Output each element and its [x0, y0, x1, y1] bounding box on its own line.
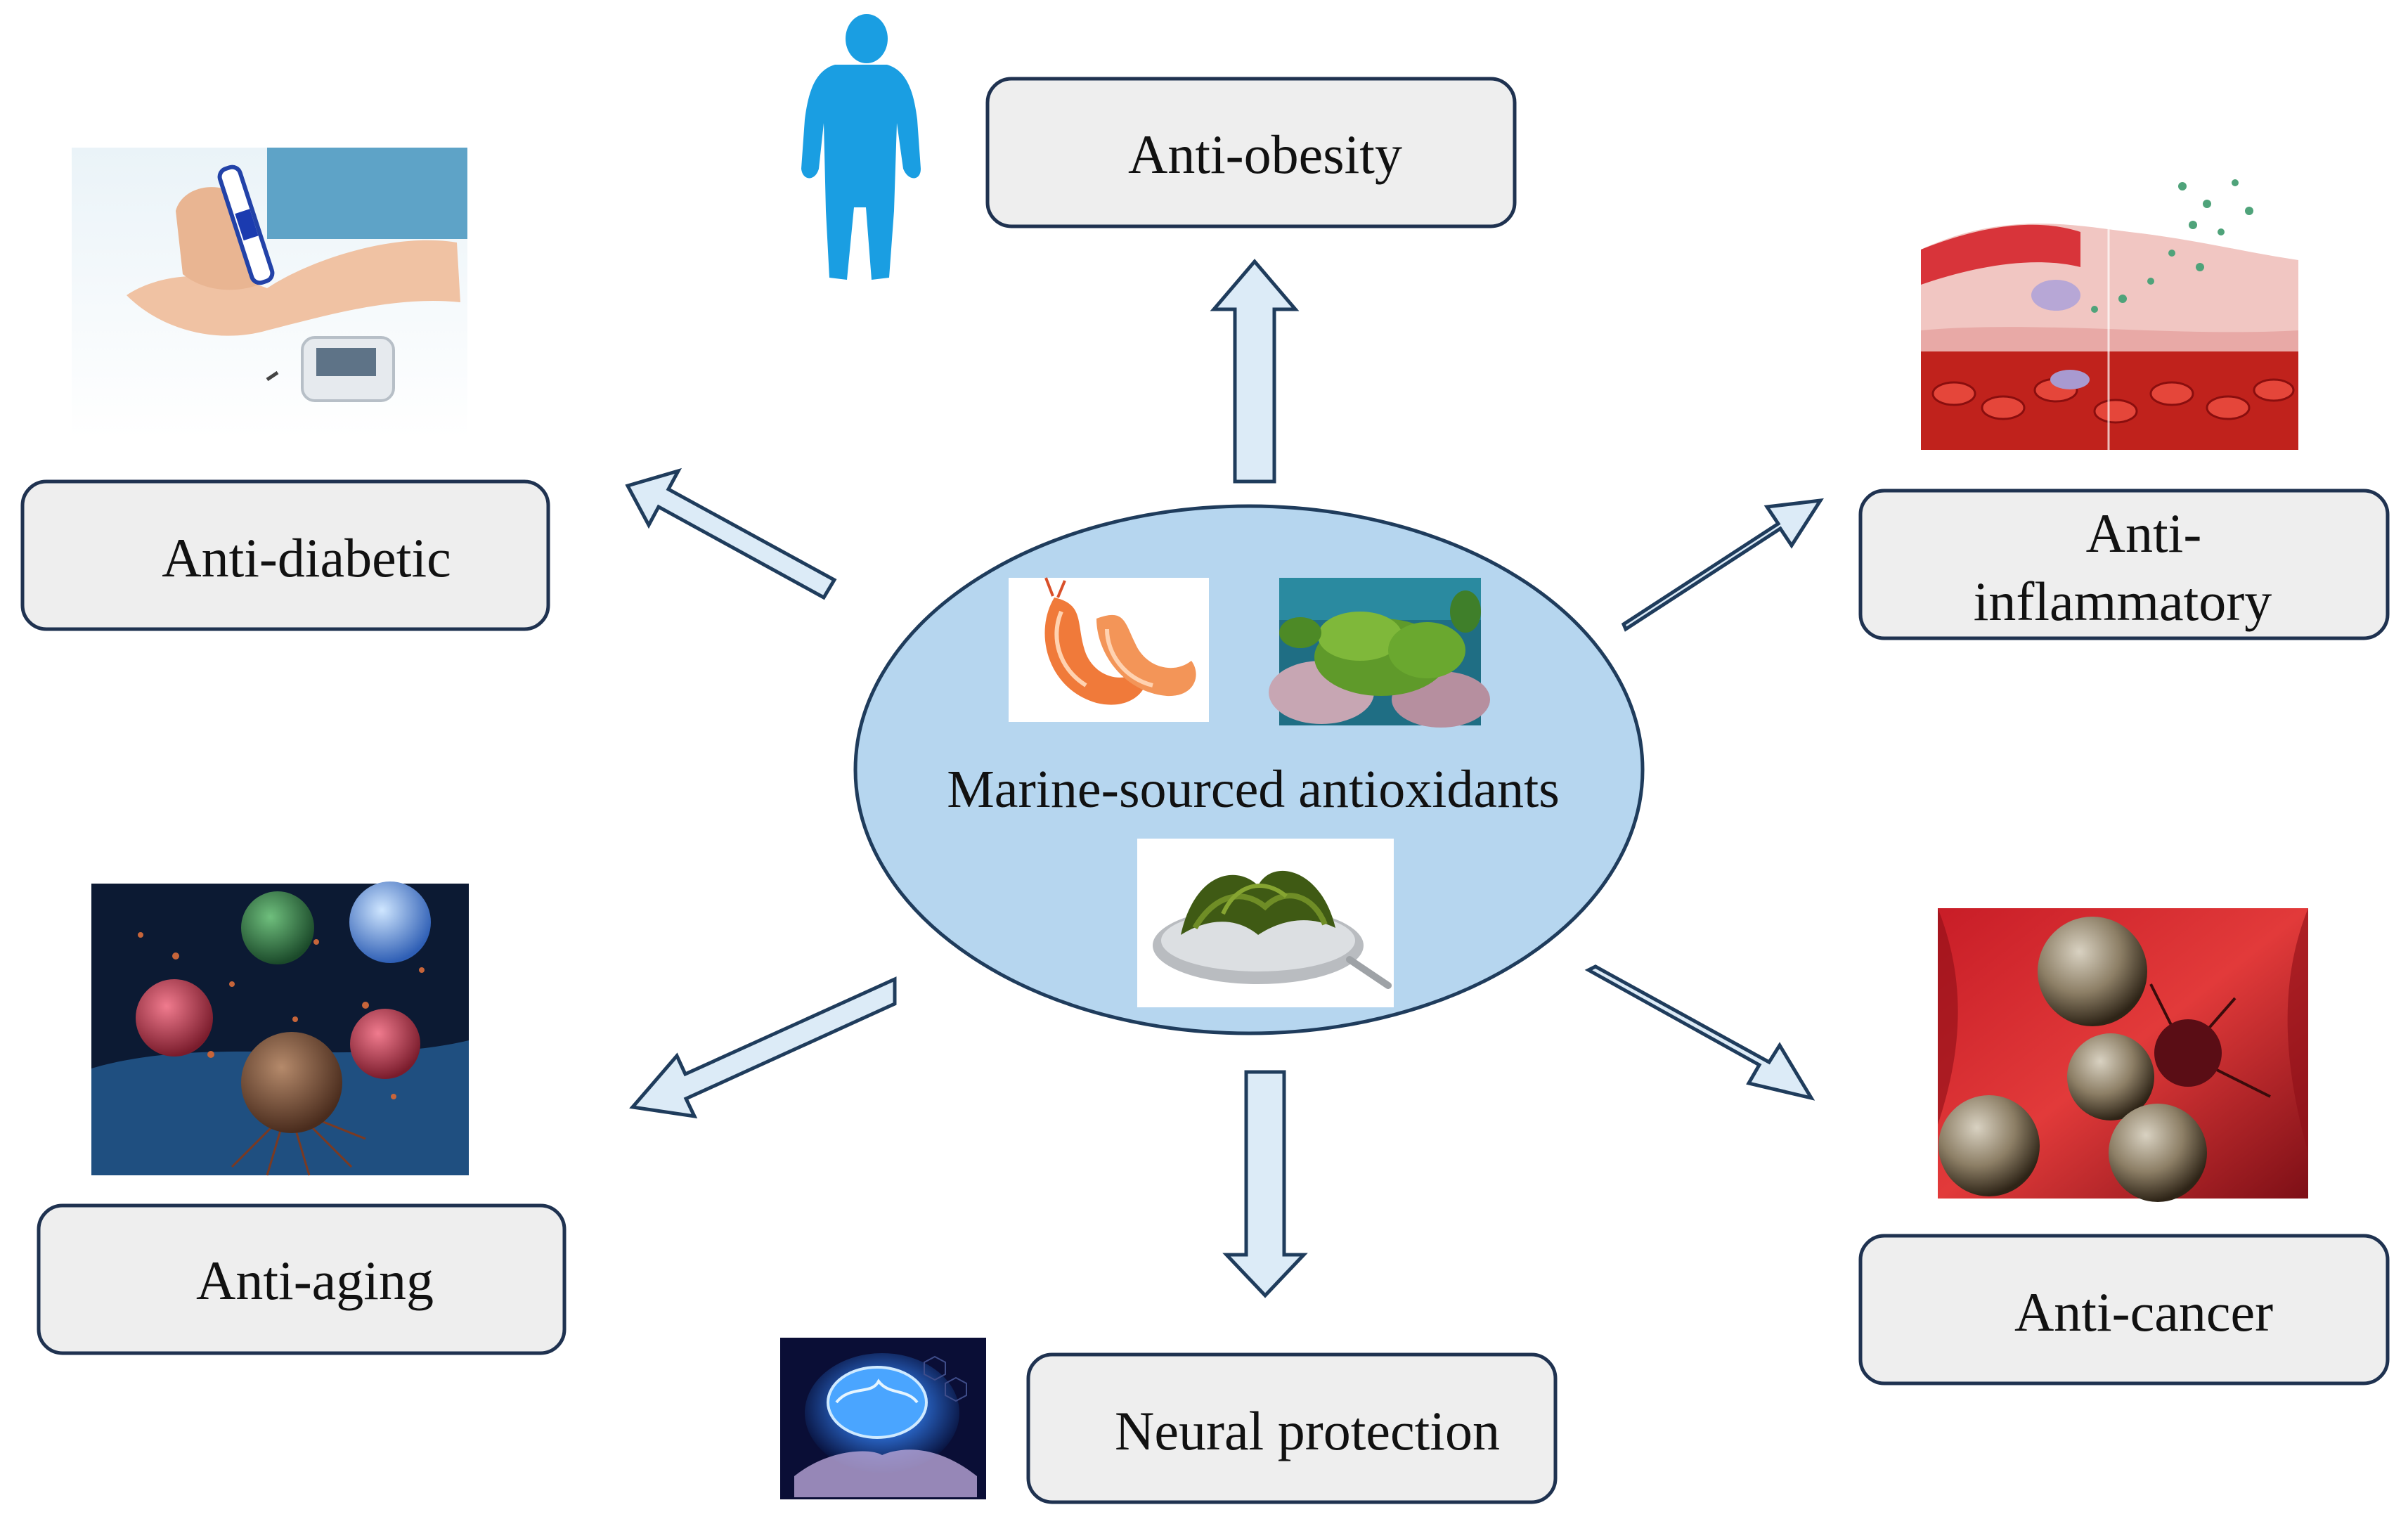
center-node: Marine-sourced antioxidants: [853, 504, 1645, 1035]
glowing-brain-image: [780, 1338, 986, 1499]
anti-inflammatory-box: [1858, 489, 2390, 640]
arrow-to-anti-cancer: [1584, 964, 1815, 1101]
immune-cells-image: [91, 881, 469, 1176]
anti-cancer-label: Anti-cancer: [2014, 1281, 2273, 1343]
anti-cancer-box: [1858, 1234, 2390, 1385]
arrow-to-anti-aging: [629, 976, 897, 1119]
shrimp-image: [1009, 577, 1209, 722]
anti-diabetic-box: [20, 479, 550, 631]
anti-diabetic-label: Anti-diabetic: [162, 527, 451, 588]
neural-protection-box: [1026, 1352, 1558, 1504]
effect-anti-aging: Anti-aging: [37, 881, 567, 1355]
arrow-to-anti-diabetic: [625, 467, 837, 600]
effect-anti-cancer: Anti-cancer: [1858, 908, 2390, 1385]
arrows: [625, 259, 1824, 1298]
human-silhouette-icon: [801, 14, 921, 280]
neural-protection-label: Neural protection: [1115, 1400, 1500, 1461]
effect-neural-protection: Neural protection: [780, 1338, 1558, 1504]
effect-anti-inflammatory: Anti- inflammatory: [1858, 167, 2390, 640]
blood-glucose-test-image: [72, 148, 467, 438]
effect-anti-obesity: Anti-obesity: [801, 14, 1517, 280]
center-label: Marine-sourced antioxidants: [947, 760, 1560, 819]
anti-obesity-box: [985, 77, 1517, 228]
arrow-to-neural-protection: [1222, 1070, 1308, 1298]
cancer-cells-image: [1938, 908, 2308, 1202]
arrow-to-anti-obesity: [1210, 259, 1300, 484]
inflamed-tissue-image: [1921, 167, 2298, 455]
anti-inflammatory-label-line1: Anti-: [2086, 503, 2202, 564]
coral-reef-image: [1269, 578, 1490, 728]
anti-inflammatory-label-line2: inflammatory: [1974, 571, 2272, 632]
kelp-spoon-image: [1137, 839, 1394, 1007]
anti-aging-box: [37, 1203, 567, 1355]
arrow-to-anti-inflammatory: [1621, 498, 1824, 632]
anti-obesity-label: Anti-obesity: [1128, 124, 1402, 185]
anti-aging-label: Anti-aging: [196, 1250, 434, 1311]
effect-anti-diabetic: Anti-diabetic: [20, 148, 550, 631]
